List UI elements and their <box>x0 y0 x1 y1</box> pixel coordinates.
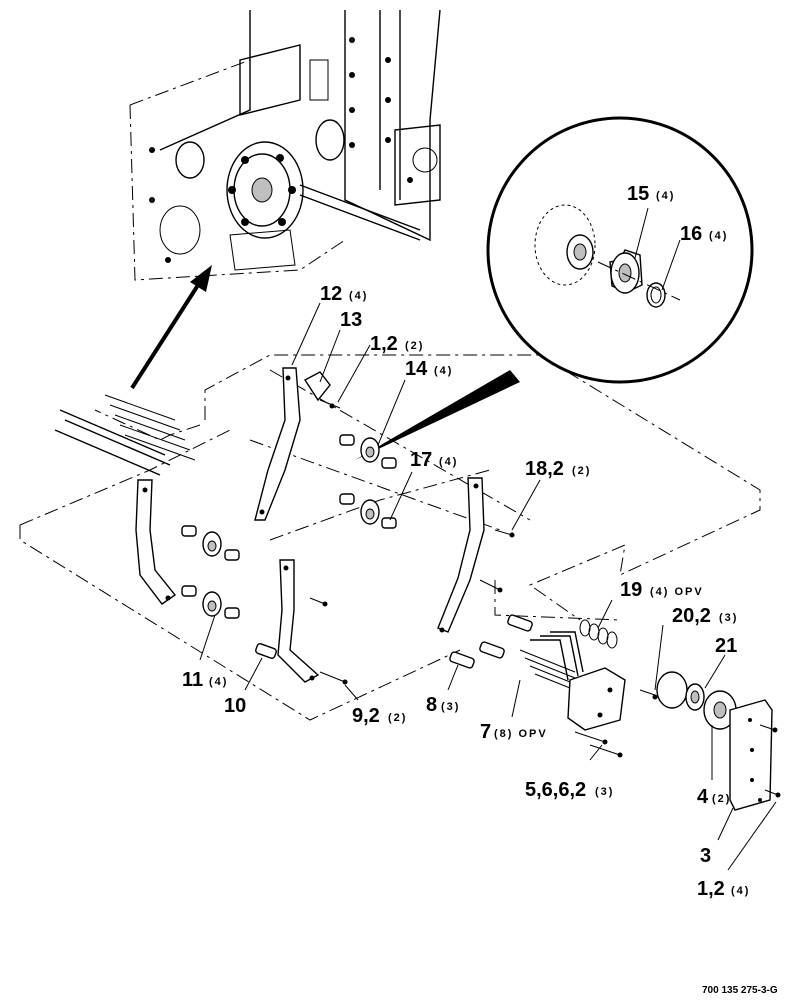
callout-qty: (4) <box>349 290 368 302</box>
callout-3: 3 <box>700 845 711 867</box>
callout-17: 17 (4) <box>410 449 458 471</box>
hub-flange <box>226 141 421 241</box>
callout-qty: (4) OPV <box>650 586 704 598</box>
callout-number: 1,2 <box>697 878 725 900</box>
callout-19: 19 (4) OPV <box>620 579 704 601</box>
callout-number: 14 <box>405 358 428 380</box>
callout-20-2: 20,2 (3) <box>672 605 738 627</box>
callout-15: 15 (4) <box>627 183 675 205</box>
callout-qty: (2) <box>405 340 424 352</box>
drawing-number: 700 135 275-3-G <box>702 985 778 996</box>
bolt-group-left <box>54 394 196 476</box>
callout-qty: (4) <box>731 885 750 897</box>
callout-qty: (3) <box>595 786 614 798</box>
callout-14: 14 (4) <box>405 358 453 380</box>
rollers <box>181 434 533 669</box>
callout-16: 16 (4) <box>680 223 728 245</box>
callout-number: 17 <box>410 449 432 471</box>
callout-1-2-a: 1,2 (2) <box>370 333 424 355</box>
machine-frame-assembly <box>129 9 441 281</box>
callout-number: 11 <box>182 669 203 691</box>
assembly-boundaries <box>19 354 761 721</box>
callout-number: 21 <box>715 635 737 657</box>
callout-12: 12 (4) <box>320 283 368 305</box>
right-assembly <box>519 619 781 811</box>
callout-13: 13 <box>340 309 362 331</box>
callout-number: 20,2 <box>672 605 711 627</box>
callout-qty: (8) OPV <box>494 728 548 740</box>
callout-number: 9,2 <box>352 705 380 727</box>
detail-view <box>355 116 754 460</box>
callout-number: 7 <box>480 721 491 743</box>
arm-right <box>437 477 485 633</box>
callout-9-2: 9,2 (2) <box>352 705 407 727</box>
callout-qty: (4) <box>434 365 453 377</box>
arm-center <box>277 559 320 683</box>
callout-5-6-6-2: 5,6,6,2 (3) <box>525 779 614 801</box>
callout-number: 18,2 <box>525 458 564 480</box>
callout-number: 1,2 <box>370 333 398 355</box>
callout-qty: (2) <box>712 793 731 805</box>
callout-number: 8 <box>426 694 437 716</box>
callout-21: 21 <box>715 635 737 657</box>
callout-qty: (4) <box>656 190 675 202</box>
bolts <box>309 399 515 685</box>
callout-4: 4 (2) <box>697 786 731 808</box>
callout-qty: (3) <box>441 701 460 713</box>
callout-number: 16 <box>680 223 702 245</box>
callout-11: 11 (4) <box>182 669 228 691</box>
callout-qty: (4) <box>439 456 458 468</box>
leader-lines <box>199 302 777 871</box>
callout-number: 3 <box>700 845 711 867</box>
callout-8: 8 (3) <box>426 694 460 716</box>
callout-number: 19 <box>620 579 642 601</box>
callout-1-2-b: 1,2 (4) <box>697 878 750 900</box>
callout-number: 12 <box>320 283 342 305</box>
callout-number: 13 <box>340 309 362 331</box>
callout-qty: (3) <box>719 612 738 624</box>
callout-7: 7 (8) OPV <box>480 721 548 743</box>
callout-number: 4 <box>697 786 709 808</box>
callout-18-2: 18,2 (2) <box>525 458 591 480</box>
callout-number: 10 <box>224 695 246 717</box>
arm-upper <box>254 367 331 521</box>
callout-qty: (2) <box>388 712 407 724</box>
callout-number: 15 <box>627 183 649 205</box>
callout-10: 10 <box>224 695 246 717</box>
callout-qty: (4) <box>209 676 228 688</box>
callout-qty: (2) <box>572 465 591 477</box>
arm-left <box>135 479 177 605</box>
callout-number: 5,6,6,2 <box>525 779 586 801</box>
callout-qty: (4) <box>709 230 728 242</box>
direction-arrow <box>130 265 212 390</box>
